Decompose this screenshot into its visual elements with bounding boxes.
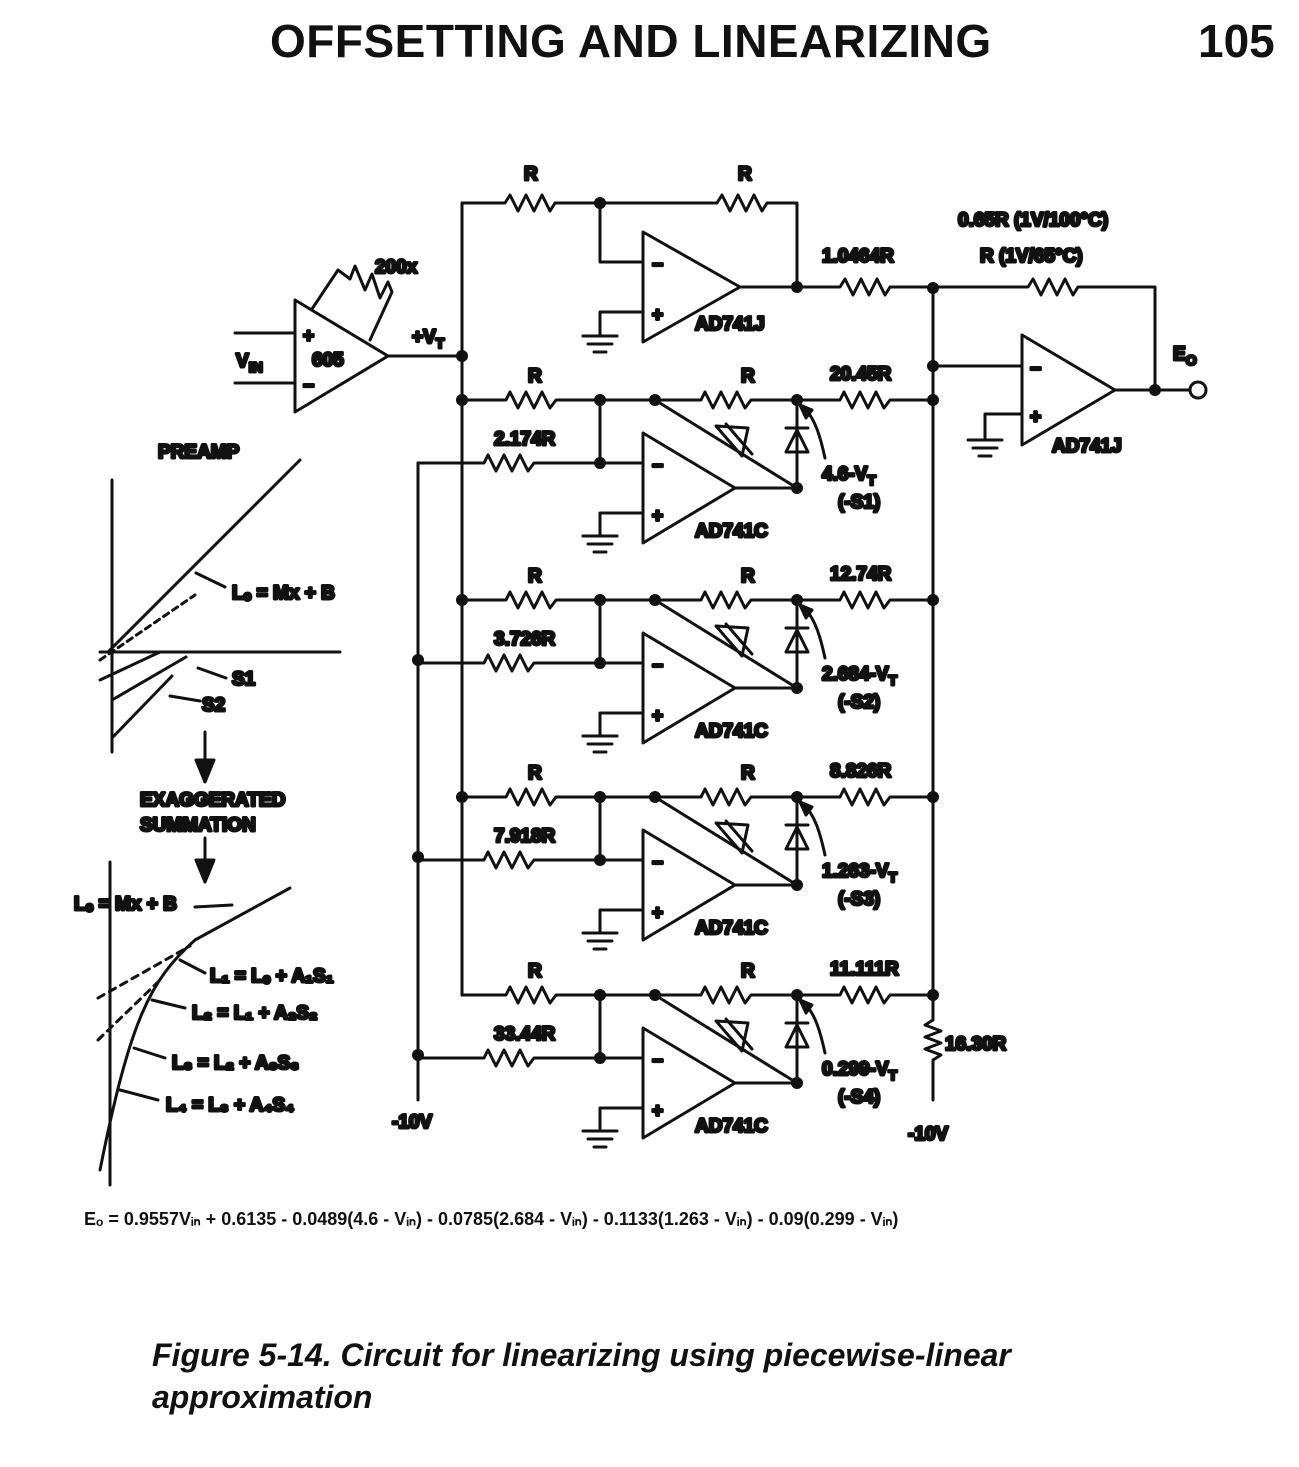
- stage-2-breakpoint: 2.684-VT: [822, 664, 898, 688]
- offset-r-fb: R: [738, 164, 752, 185]
- offset-stage: R R − + AD741J 1.0464R: [460, 163, 935, 354]
- stage-4-r-fb: R: [741, 961, 755, 982]
- stage-1-r-fb: R: [741, 366, 755, 387]
- breakpoint-stage-3: − + R R 7.918R 8.826R AD741C 1.263-VT (-S3): [416, 760, 935, 951]
- stage-3-r-in: R: [528, 763, 542, 784]
- svg-text:−: −: [652, 656, 663, 677]
- stage-3-segment: (-S3): [838, 889, 880, 910]
- stage-2-r-bias: 3.726R: [494, 629, 556, 650]
- stage-1-breakpoint: 4.6-VT: [822, 464, 876, 488]
- summation-l2: L₂ = L₁ + A₂S₂: [192, 1003, 317, 1024]
- svg-text:+: +: [652, 903, 663, 924]
- offset-amp-label: AD741J: [695, 314, 765, 335]
- preamp-graph-s2: S2: [202, 695, 225, 716]
- svg-text:−: −: [652, 853, 663, 874]
- svg-text:−: −: [652, 1051, 663, 1072]
- preamp-input-label: VIN: [236, 351, 263, 375]
- output-eo-label: EO: [1173, 344, 1197, 368]
- stage-3-r-bias: 7.918R: [494, 826, 556, 847]
- running-head: OFFSETTING AND LINEARIZING: [270, 15, 992, 67]
- offset-r-out: 1.0464R: [822, 246, 894, 267]
- breakpoint-stage-1: − + R R 2.174R 20.45R AD741C 4.6-VT (-S1): [416, 363, 935, 554]
- stage-2-r-in: R: [528, 566, 542, 587]
- summation-title-1: EXAGGERATED: [140, 790, 285, 811]
- supply-left-label: -10V: [392, 1112, 432, 1133]
- summation-title-2: SUMMATION: [140, 815, 256, 836]
- preamp-amp-label: 605: [312, 350, 344, 371]
- output-opamp-symbol: [1020, 333, 1117, 447]
- svg-text:+: +: [652, 706, 663, 727]
- stage-4-r-sum: 11.111R: [830, 959, 899, 980]
- stage-4-r-bias: 33.44R: [494, 1024, 556, 1045]
- output-stage: 0.65R (1V/100°C) R (1V/65°C) − + AD741J …: [923, 209, 1208, 1077]
- stage-4-r-in: R: [528, 961, 542, 982]
- breakpoint-stage-2: − + R R 3.726R 12.74R AD741C 2.684-VT (-S2): [416, 563, 935, 754]
- svg-text:+: +: [303, 326, 314, 347]
- stage-4-breakpoint: 0.299-VT: [822, 1059, 898, 1083]
- figure-caption: Figure 5-14. Circuit for linearizing usi…: [152, 1337, 1011, 1415]
- stage-3-amp-label: AD741C: [695, 918, 768, 939]
- preamp-605: + − 605 VIN 200x +VT: [233, 256, 464, 414]
- svg-text:+: +: [652, 305, 663, 326]
- offset-opamp-symbol: [641, 230, 742, 344]
- preamp-graph-s1: S1: [232, 669, 256, 690]
- breakpoint-stages: − + R R 2.174R 20.45R AD741C 4.6-VT (-S1) − + R R 3.7…: [416, 363, 935, 1149]
- summation-l4: L₄ = L₃ + A₄S₄: [166, 1095, 294, 1116]
- svg-text:−: −: [303, 376, 314, 397]
- preamp-graph-title: PREAMP: [158, 442, 240, 463]
- output-fb-label-1: 0.65R (1V/100°C): [958, 210, 1108, 231]
- stage-2-segment: (-S2): [838, 692, 880, 713]
- stage-4-amp-label: AD741C: [695, 1116, 768, 1137]
- supply-right-label: -10V: [908, 1124, 948, 1145]
- stage-3-r-fb: R: [741, 763, 755, 784]
- summation-l3: L₃ = L₂ + A₃S₃: [172, 1053, 299, 1074]
- summation-l1: L₁ = Lₒ + A₁S₁: [210, 966, 334, 987]
- stage-2-amp-label: AD741C: [695, 721, 768, 742]
- stage-1-segment: (-S1): [838, 492, 880, 513]
- stage-2-r-sum: 12.74R: [830, 564, 892, 585]
- transfer-equation: Eₒ = 0.9557Vᵢₙ + 0.6135 - 0.0489(4.6 - V…: [84, 1209, 899, 1229]
- preamp-output-label: +VT: [412, 327, 445, 351]
- stage-1-r-in: R: [528, 366, 542, 387]
- stage-3-breakpoint: 1.263-VT: [822, 861, 898, 885]
- preamp-opamp-symbol: [293, 298, 390, 414]
- svg-text:−: −: [1030, 359, 1041, 380]
- stage-1-amp-label: AD741C: [695, 521, 768, 542]
- svg-text:+: +: [1030, 407, 1041, 428]
- breakpoint-stage-4: − + R R 33.44R 11.111R AD741C 0.299-VT (-S4): [416, 958, 935, 1149]
- offset-r-in: R: [524, 164, 538, 185]
- summation-graph: EXAGGERATED SUMMATION Lₒ = Mx + B L₁ = L…: [73, 789, 335, 1187]
- output-amp-label: AD741J: [1052, 436, 1122, 457]
- preamp-graph-line-label: Lₒ = Mx + B: [232, 583, 335, 604]
- page-number: 105: [1198, 15, 1275, 67]
- stage-4-segment: (-S4): [838, 1087, 880, 1108]
- page-header: OFFSETTING AND LINEARIZING 105: [0, 0, 1299, 90]
- svg-text:+: +: [652, 1101, 663, 1122]
- output-r-bottom: 16.30R: [945, 1034, 1007, 1055]
- preamp-gain-label: 200x: [375, 257, 418, 278]
- stage-2-r-fb: R: [741, 566, 755, 587]
- svg-text:+: +: [652, 506, 663, 527]
- stage-3-r-sum: 8.826R: [830, 761, 892, 782]
- stage-1-r-bias: 2.174R: [494, 429, 556, 450]
- preamp-graph: PREAMP Lₒ = Mx + B S1 S2: [98, 441, 342, 784]
- svg-text:−: −: [652, 456, 663, 477]
- svg-text:−: −: [652, 255, 663, 276]
- summation-l0: Lₒ = Mx + B: [74, 894, 177, 915]
- output-fb-label-2: R (1V/65°C): [980, 246, 1083, 267]
- preamp-gain-resistor: [310, 264, 394, 342]
- stage-1-r-sum: 20.45R: [830, 364, 892, 385]
